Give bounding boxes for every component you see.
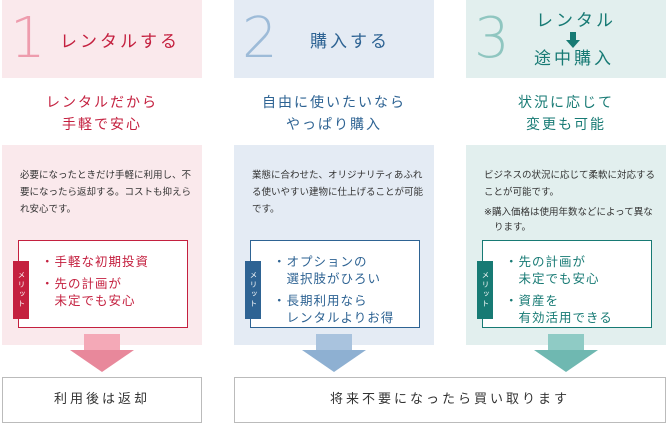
arrow-down-icon [566, 32, 580, 48]
option-title: レンタルする [60, 32, 180, 52]
option-header: 2 購入する [234, 0, 434, 78]
rental-result-box: 利用後は返却 [2, 377, 202, 423]
merit-item: ・先の計画が 未定でも安心 [41, 275, 186, 309]
merit-tag: メリット [477, 261, 493, 319]
subtitle-line: 自由に使いたいなら [262, 95, 406, 111]
option-subtitle: 自由に使いたいなら やっぱり購入 [234, 92, 434, 136]
merit-line: 選択肢がひろい [273, 271, 382, 286]
option-number: 2 [242, 6, 278, 71]
subtitle-line: 手軽で安心 [62, 117, 142, 133]
option-number: 3 [474, 6, 510, 71]
merit-tag: メリット [13, 261, 29, 319]
merit-line: ・オプションの [273, 254, 368, 269]
subtitle-line: 状況に応じて [518, 95, 614, 111]
merit-item: ・オプションの 選択肢がひろい [273, 253, 418, 287]
purchase-result-box: 将来不要になったら買い取ります [234, 377, 666, 423]
merit-item: ・手軽な初期投資 [41, 253, 186, 270]
option-body: 業態に合わせた、オリジナリティあふれる使いやすい建物に仕上げることが可能です。 … [234, 145, 434, 345]
option-body: 必要になったときだけ手軽に利用し、不要になったら返却する。コストも抑えられ安心で… [2, 145, 202, 345]
subtitle-line: やっぱり購入 [286, 117, 382, 133]
merit-line: 未定でも安心 [505, 271, 600, 286]
option-header: 3 レンタル 途中購入 [466, 0, 666, 78]
merit-line: ・先の計画が [505, 254, 587, 269]
option-body: ビジネスの状況に応じて柔軟に対応することが可能です。 ※購入価格は使用年数などに… [466, 145, 666, 345]
option-description: 必要になったときだけ手軽に利用し、不要になったら返却する。コストも抑えられ安心で… [20, 170, 192, 215]
option-title-line1: レンタル [536, 11, 616, 31]
option-subtitle: 状況に応じて 変更も可能 [466, 92, 666, 136]
merit-line: レンタルよりお得 [273, 310, 395, 325]
arrow-down-icon [70, 334, 134, 372]
merit-line: 未定でも安心 [41, 293, 136, 308]
merit-item: ・資産を 有効活用できる [505, 292, 650, 326]
merit-box: メリット ・手軽な初期投資 ・先の計画が 未定でも安心 [13, 240, 188, 328]
merit-line: 有効活用できる [505, 310, 613, 325]
merit-box: メリット ・オプションの 選択肢がひろい ・長期利用なら レンタルよりお得 [245, 240, 420, 328]
merit-box: メリット ・先の計画が 未定でも安心 ・資産を 有効活用できる [477, 240, 652, 328]
option-number: 1 [10, 6, 46, 71]
option-description: 業態に合わせた、オリジナリティあふれる使いやすい建物に仕上げることが可能です。 [252, 170, 424, 215]
subtitle-line: 変更も可能 [526, 117, 606, 133]
arrow-down-icon [302, 334, 366, 372]
option-title: 購入する [310, 32, 390, 52]
option-subtitle: レンタルだから 手軽で安心 [2, 92, 202, 136]
subtitle-line: レンタルだから [46, 95, 158, 111]
merit-tag: メリット [245, 261, 261, 319]
merit-item: ・長期利用なら レンタルよりお得 [273, 292, 418, 326]
option-header: 1 レンタルする [2, 0, 202, 78]
merit-line: ・資産を [505, 293, 560, 308]
arrow-down-icon [534, 334, 598, 372]
option-title-line2: 途中購入 [534, 49, 614, 69]
merit-line: ・先の計画が [41, 276, 123, 291]
option-description: ビジネスの状況に応じて柔軟に対応することが可能です。 [484, 170, 656, 198]
merit-line: ・長期利用なら [273, 293, 368, 308]
merit-item: ・先の計画が 未定でも安心 [505, 253, 650, 287]
merit-line: ・手軽な初期投資 [41, 254, 150, 269]
option-note: ※購入価格は使用年数などによって異なります。 [484, 207, 653, 233]
